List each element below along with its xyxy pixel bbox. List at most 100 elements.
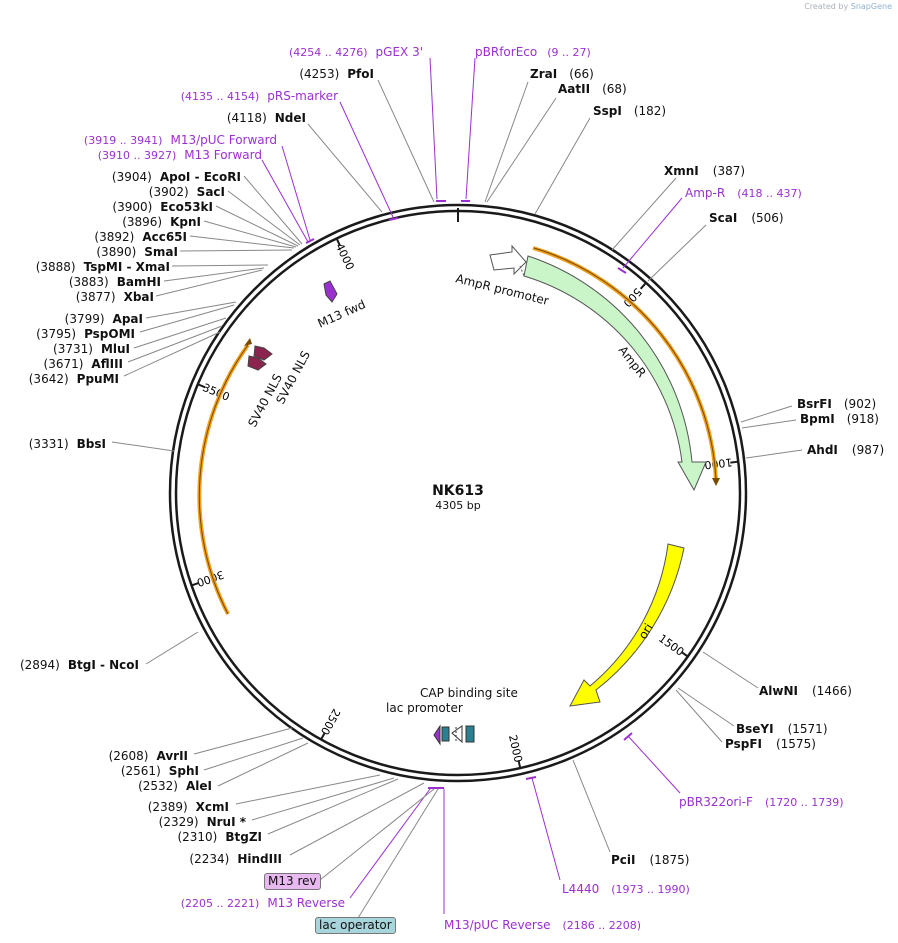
primer-label-pgex: (4254 .. 4276)pGEX 3' xyxy=(289,45,423,59)
enzyme-label-scai: ScaI(506) xyxy=(709,211,784,225)
leader-xbai xyxy=(155,269,263,297)
ampr-dash xyxy=(519,265,525,277)
leader-prs xyxy=(339,101,394,218)
leader-zrai xyxy=(484,81,529,203)
leader-btgi xyxy=(145,631,199,665)
lac-operator-box xyxy=(441,726,450,742)
leader-smai xyxy=(179,249,293,252)
leader-apai xyxy=(145,301,237,319)
enzyme-label-bseyi: BseYI(1571) xyxy=(736,722,828,736)
primer-label-m13puc-rev: M13/pUC Reverse(2186 .. 2208) xyxy=(444,918,641,932)
leader-m13puc-fwd xyxy=(281,145,311,241)
tick-mark-2500 xyxy=(320,732,326,740)
enzyme-label-pspomi: (3795)PspOMI xyxy=(36,327,135,341)
primer-marks xyxy=(305,200,633,789)
leader-nrui xyxy=(251,777,395,821)
tick-mark-4000 xyxy=(335,238,341,247)
leader-bsrfi xyxy=(740,405,793,423)
leader-bseyi xyxy=(677,687,735,727)
leader-sspi xyxy=(534,117,591,215)
enzyme-label-bamhi: (3883)BamHI xyxy=(69,275,161,289)
plasmid-size: 4305 bp xyxy=(435,499,480,512)
enzyme-label-btgi-ncoi: (2894)BtgI - NcoI xyxy=(20,658,139,672)
leader-aflii xyxy=(127,325,223,363)
tick-label-2000: 2000 xyxy=(506,734,525,764)
leader-ecori xyxy=(243,175,303,245)
leader-aatii xyxy=(486,97,557,203)
primer-label-l4440: L4440(1973 .. 1990) xyxy=(562,882,690,896)
enzyme-label-bsrfi: BsrFI(902) xyxy=(797,397,876,411)
primer-label-m13-rev: (2205 .. 2221)M13 Reverse xyxy=(181,896,345,910)
tick-mark-3000 xyxy=(191,581,200,587)
leader-alei xyxy=(217,742,309,787)
snapgene-logo: SnapGene xyxy=(850,2,892,11)
leader-m13rev-tag xyxy=(319,788,435,881)
primer-label-prs: (4135 .. 4154)pRS-marker xyxy=(181,89,338,103)
leader-ppumi xyxy=(123,331,221,377)
leader-eco53ki xyxy=(215,205,299,247)
tick-mark-2000 xyxy=(517,760,522,769)
leader-m13-rev xyxy=(349,788,431,899)
primer-label-pbr322ori: pBR322ori-F(1720 .. 1739) xyxy=(679,795,844,809)
leader-lac-operator xyxy=(357,788,439,919)
enzyme-label-acc65i: (3892)Acc65I xyxy=(94,230,187,244)
enzyme-label-aatii: AatII(68) xyxy=(558,82,627,96)
enzyme-label-ppumi: (3642)PpuMI xyxy=(29,372,119,386)
leader-pcii xyxy=(572,759,611,853)
primer-label-m13-fwd: (3910 .. 3927)M13 Forward xyxy=(98,148,262,162)
ampr-promoter-arrow xyxy=(489,244,527,276)
leader-hindiii xyxy=(289,782,425,856)
enzyme-label-sphi: (2561)SphI xyxy=(121,764,199,778)
lac-region xyxy=(433,724,475,746)
enzyme-label-nrui: (2329)NruI * xyxy=(159,815,247,829)
leader-pspomi xyxy=(139,304,235,333)
sv40-nls-arrow-a xyxy=(253,345,273,361)
enzyme-label-avrii: (2608)AvrII xyxy=(109,749,188,763)
leader-ahdi xyxy=(745,449,803,459)
leader-pbr322ori xyxy=(627,735,681,794)
enzyme-leaders xyxy=(111,79,803,856)
leader-pfoi xyxy=(377,79,435,203)
tick-mark-500 xyxy=(639,282,647,290)
lac-promoter-arrow xyxy=(451,725,463,744)
leader-mlui xyxy=(133,317,227,349)
primer-mark-ampr xyxy=(617,267,627,274)
enzyme-label-bbsi: (3331)BbsI xyxy=(29,437,106,451)
enzyme-label-aflii: (3671)AflIII xyxy=(44,357,123,371)
leader-l4440 xyxy=(531,777,561,881)
enzyme-label-hindiii: (2234)HindIII xyxy=(189,852,282,866)
enzyme-label-pcii: PciI(1875) xyxy=(611,853,689,867)
primer-label-m13puc-fwd: (3919 .. 3941)M13/pUC Forward xyxy=(84,133,277,147)
lac-promoter-label: lac promoter xyxy=(386,701,463,715)
leader-pspfi xyxy=(675,689,723,743)
cap-binding-site-box xyxy=(465,725,475,743)
leader-scai xyxy=(647,224,707,282)
leader-saci xyxy=(227,190,301,246)
primer-label-ampr: Amp-R(418 .. 437) xyxy=(685,186,802,200)
enzyme-label-kpni: (3896)KpnI xyxy=(122,215,201,229)
enzyme-label-xmni: XmnI(387) xyxy=(664,164,745,178)
leader-bamhi xyxy=(163,267,265,282)
enzyme-label-alei: (2532)AleI xyxy=(138,779,212,793)
leader-ndei xyxy=(307,123,383,213)
enzyme-label-sspi: SspI(182) xyxy=(593,104,666,118)
m13-rev-tag: M13 rev xyxy=(264,873,321,890)
leader-pbrforeco xyxy=(465,57,476,200)
leader-tspmi xyxy=(171,264,269,267)
primer-mark-m13puc-fwd xyxy=(305,238,315,244)
leader-ampr-primer xyxy=(622,197,683,269)
enzyme-label-pfoi: (4253)PfoI xyxy=(299,67,374,81)
leader-avrii xyxy=(193,727,293,755)
leader-btgzi xyxy=(267,778,399,835)
tick-label-1500: 1500 xyxy=(656,632,686,659)
enzyme-label-tspmi-xmai: (3888)TspMI - XmaI xyxy=(36,260,170,274)
orf-arrowhead-ampr xyxy=(712,478,720,486)
enzyme-label-ndei: (4118)NdeI xyxy=(227,111,306,125)
tick-mark-1000 xyxy=(730,460,739,464)
leader-m13-fwd xyxy=(261,159,309,243)
leader-xmni xyxy=(611,177,677,251)
enzyme-label-alwni: AlwNI(1466) xyxy=(759,684,852,698)
enzyme-label-xcmi: (2389)XcmI xyxy=(148,800,229,814)
enzyme-label-ecori: (3904)ApoI - EcoRI xyxy=(112,170,241,184)
